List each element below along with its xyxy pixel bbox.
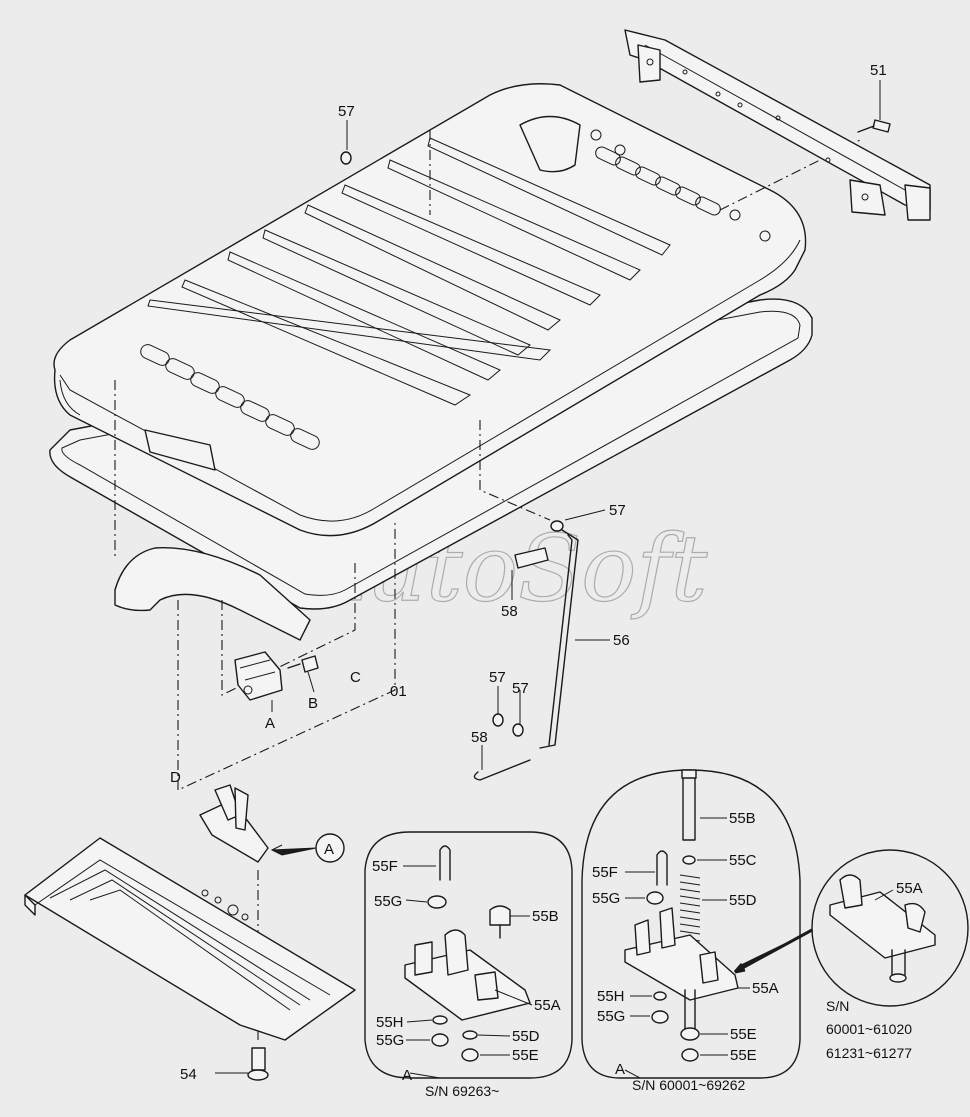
dm-55G-1: 55G <box>592 890 620 907</box>
dl-55H: 55H <box>376 1014 404 1031</box>
label-D: D <box>170 769 181 786</box>
hood-cover <box>49 83 813 610</box>
dl-sn: S/N 69263~ <box>425 1083 499 1099</box>
label-57-rod: 57 <box>609 502 626 519</box>
dl-55E: 55E <box>512 1047 539 1064</box>
dm-55F: 55F <box>592 864 618 881</box>
dr-sn-label: S/N <box>826 998 849 1014</box>
body-contour <box>114 547 311 641</box>
bolt-54 <box>247 1047 269 1081</box>
dm-55A: 55A <box>752 980 779 997</box>
detail-mid-frame <box>581 769 801 1079</box>
detail-right-circle <box>733 849 969 1007</box>
callout-labels: 51 57 57 58 56 57 57 58 A B C 01 D 54 A … <box>170 62 923 1099</box>
dm-55G-2: 55G <box>597 1008 625 1025</box>
label-58-lower: 58 <box>471 729 488 746</box>
detail-left-frame <box>364 831 573 1079</box>
label-58-upper: 58 <box>501 603 518 620</box>
label-A-circle: A <box>324 841 334 858</box>
dl-55G-1: 55G <box>374 893 402 910</box>
label-54: 54 <box>180 1066 197 1083</box>
label-51: 51 <box>870 62 887 79</box>
dm-55C: 55C <box>729 852 757 869</box>
label-56: 56 <box>613 632 630 649</box>
dr-sn-range-1: 60001~61020 <box>826 1021 912 1037</box>
grille-panel <box>24 837 356 1041</box>
label-57-b: 57 <box>512 680 529 697</box>
dl-55G-2: 55G <box>376 1032 404 1049</box>
callout-A-marker <box>270 833 345 863</box>
leader-lines <box>215 80 894 1079</box>
dl-A: A <box>402 1067 412 1084</box>
bolt-51 <box>857 119 891 133</box>
lower-latch <box>199 784 269 863</box>
label-A: A <box>265 715 275 732</box>
dm-55H: 55H <box>597 988 625 1005</box>
dm-sn: S/N 60001~69262 <box>632 1077 745 1093</box>
label-C: C <box>350 669 361 686</box>
label-57-top: 57 <box>338 103 355 120</box>
dm-55E-2: 55E <box>730 1047 757 1064</box>
dm-A: A <box>615 1061 625 1078</box>
label-B: B <box>308 695 318 712</box>
dl-55F: 55F <box>372 858 398 875</box>
support-bracket <box>624 29 931 221</box>
dm-55E-1: 55E <box>730 1026 757 1043</box>
dl-55D: 55D <box>512 1028 540 1045</box>
latch-assembly <box>234 651 319 701</box>
label-01: 01 <box>390 683 407 700</box>
dm-55D: 55D <box>729 892 757 909</box>
label-57-a: 57 <box>489 669 506 686</box>
dr-sn-range-2: 61231~61277 <box>826 1045 912 1061</box>
dr-55A: 55A <box>896 880 923 897</box>
dl-55A: 55A <box>534 997 561 1014</box>
dm-55B: 55B <box>729 810 756 827</box>
dl-55B: 55B <box>532 908 559 925</box>
